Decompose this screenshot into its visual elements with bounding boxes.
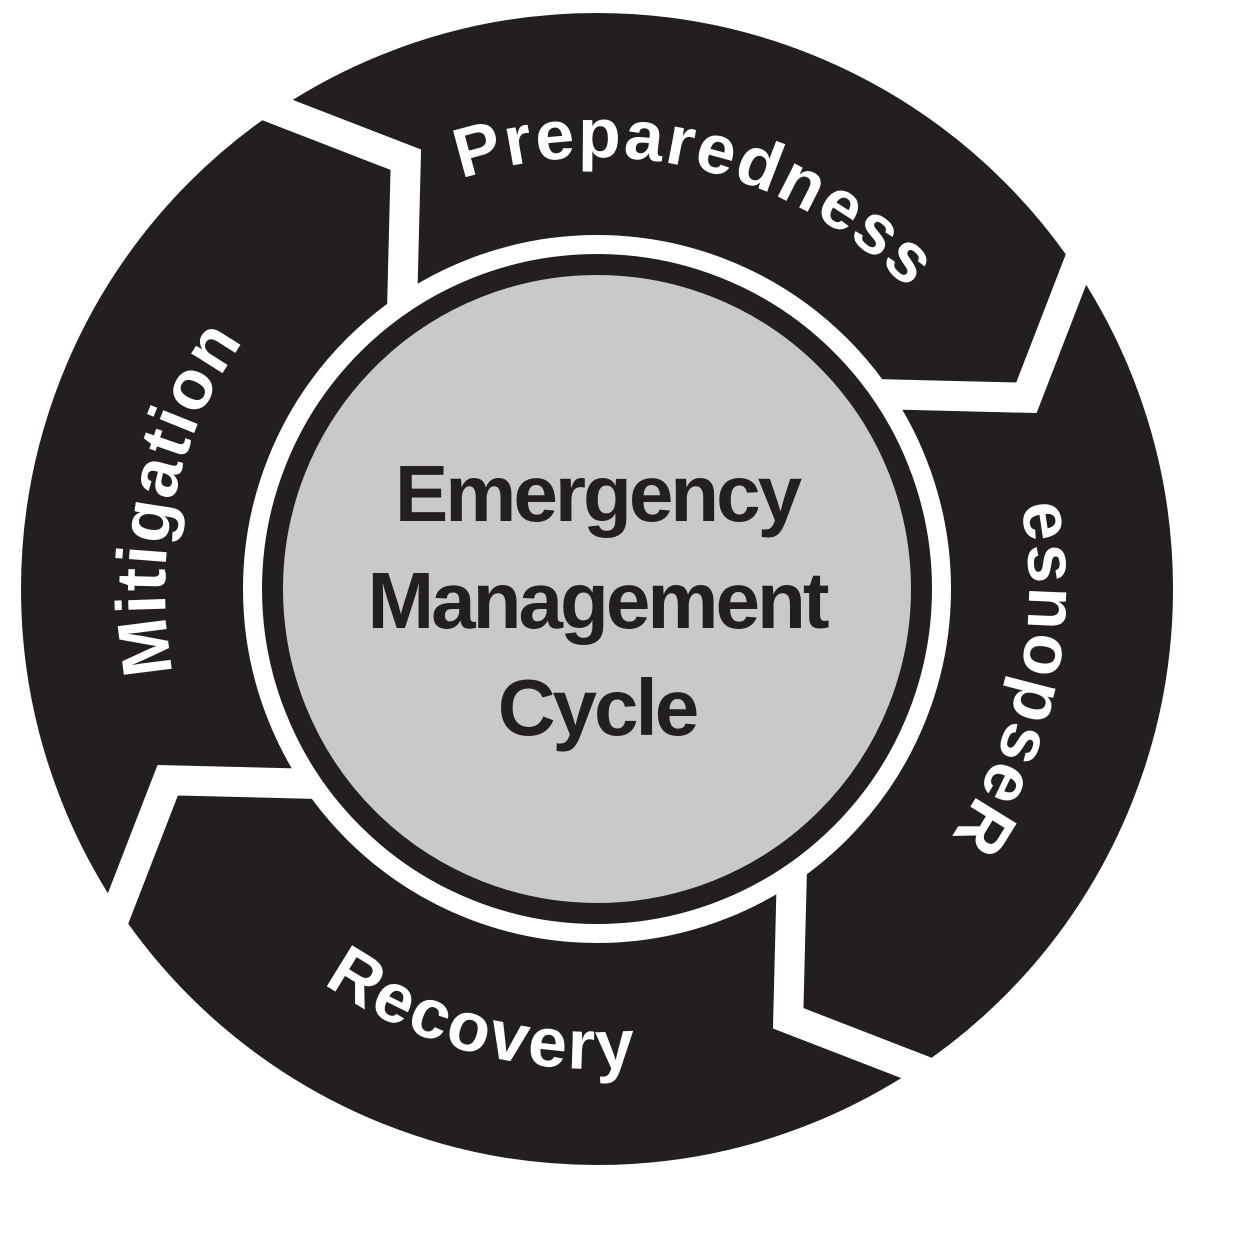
- center-title-line-3: Cycle: [498, 663, 697, 752]
- center-title-line-2: Management: [368, 556, 829, 645]
- center-title-line-1: Emergency: [395, 449, 803, 538]
- chevron-gap-mitigation-preparedness-icon: [250, 87, 422, 311]
- chevron-gap-preparedness-response-icon: [875, 242, 1099, 414]
- cycle-ring: [21, 13, 1173, 1165]
- chevron-gap-response-recovery-icon: [772, 867, 944, 1091]
- chevron-gap-recovery-mitigation-icon: [95, 764, 319, 936]
- center-title: Emergency Management Cycle: [368, 449, 832, 752]
- center-circle: [262, 254, 932, 924]
